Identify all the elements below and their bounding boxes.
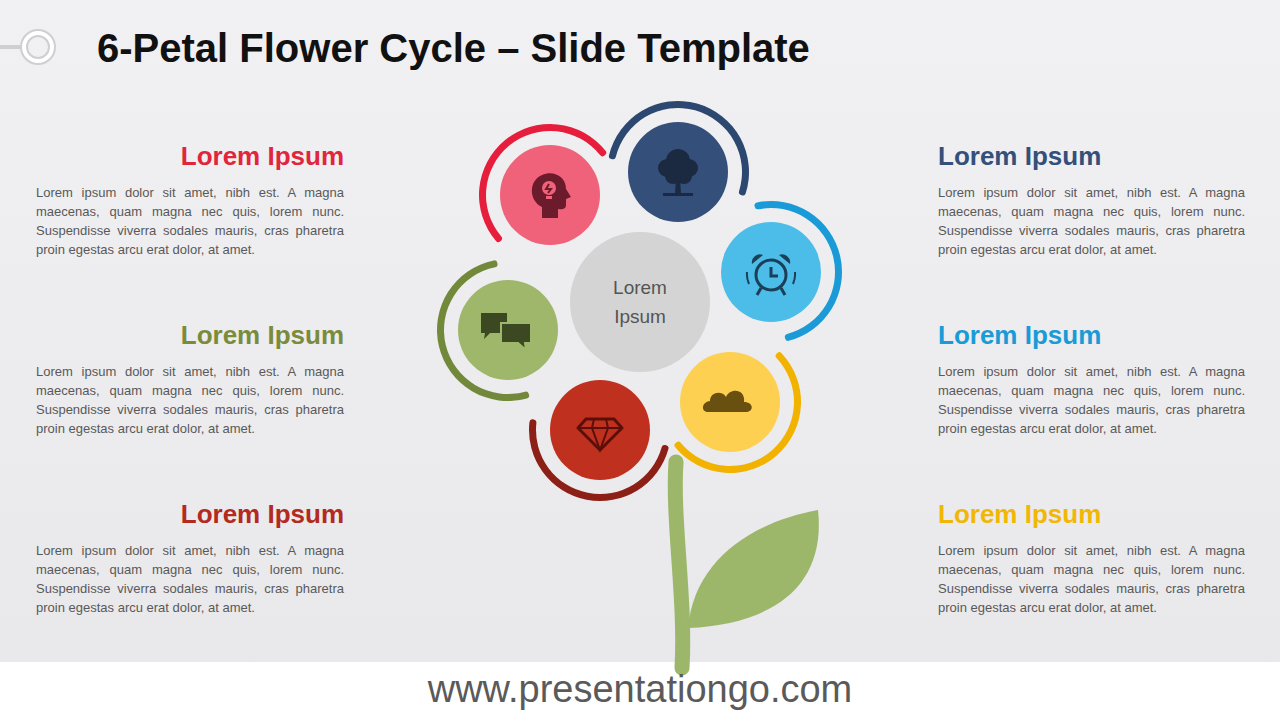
petal-icon: [481, 313, 531, 350]
petal-icon: [578, 419, 622, 450]
flower-leaf: [688, 510, 819, 628]
block-heading: Lorem Ipsum: [938, 499, 1245, 529]
center-circle: Lorem Ipsum: [570, 232, 710, 372]
center-label: Lorem Ipsum: [600, 273, 680, 331]
flower-stem: [675, 462, 682, 668]
petal-arc: [675, 352, 801, 473]
icon-shape: [501, 323, 531, 350]
block-heading: Lorem Ipsum: [36, 320, 344, 350]
text-block: Lorem IpsumLorem ipsum dolor sit amet, n…: [36, 141, 344, 259]
text-block: Lorem IpsumLorem ipsum dolor sit amet, n…: [938, 499, 1245, 617]
icon-shape: [756, 260, 786, 290]
block-heading: Lorem Ipsum: [36, 141, 344, 171]
icon-shape: [578, 419, 622, 450]
icon-shape: [578, 419, 622, 450]
text-block: Lorem IpsumLorem ipsum dolor sit amet, n…: [36, 499, 344, 617]
block-body: Lorem ipsum dolor sit amet, nibh est. A …: [938, 541, 1245, 617]
icon-shape: [757, 288, 785, 295]
circle-fill: [570, 232, 710, 372]
footer-band: [0, 662, 1280, 720]
icon-shape: [675, 177, 681, 194]
block-heading: Lorem Ipsum: [938, 320, 1245, 350]
petal-circle: [721, 222, 821, 322]
petal-icon: [703, 391, 752, 412]
header-ring: [24, 33, 52, 61]
icon-shape: [752, 254, 763, 264]
block-body: Lorem ipsum dolor sit amet, nibh est. A …: [938, 362, 1245, 438]
text-block: Lorem IpsumLorem ipsum dolor sit amet, n…: [938, 320, 1245, 438]
footer-url: www.presentationgo.com: [428, 668, 853, 711]
block-body: Lorem ipsum dolor sit amet, nibh est. A …: [36, 183, 344, 259]
block-body: Lorem ipsum dolor sit amet, nibh est. A …: [938, 183, 1245, 259]
petal-circle: [500, 145, 600, 245]
text-block: Lorem IpsumLorem ipsum dolor sit amet, n…: [938, 141, 1245, 259]
icon-shape: [747, 272, 795, 284]
petal-circle: [680, 352, 780, 452]
block-heading: Lorem Ipsum: [938, 141, 1245, 171]
petal-icon: [532, 173, 571, 218]
icon-shape: [542, 181, 556, 195]
block-heading: Lorem Ipsum: [36, 499, 344, 529]
block-body: Lorem ipsum dolor sit amet, nibh est. A …: [36, 541, 344, 617]
icon-shape: [663, 193, 693, 196]
icon-shape: [703, 391, 752, 412]
icon-shape: [546, 184, 551, 193]
icon-shape: [779, 254, 790, 264]
petal-circle: [550, 380, 650, 480]
petal-icon: [658, 149, 698, 196]
icon-shape: [771, 267, 778, 276]
petal-icon: [747, 254, 795, 295]
circle-shape: [570, 232, 710, 372]
header-ring: [24, 33, 52, 61]
petal-circle: [458, 280, 558, 380]
slide-title: 6-Petal Flower Cycle – Slide Template: [97, 26, 810, 70]
icon-shape: [546, 196, 552, 199]
petal-circle: [628, 122, 728, 222]
icon-shape: [532, 173, 571, 218]
text-block: Lorem IpsumLorem ipsum dolor sit amet, n…: [36, 320, 344, 438]
block-body: Lorem ipsum dolor sit amet, nibh est. A …: [36, 362, 344, 438]
